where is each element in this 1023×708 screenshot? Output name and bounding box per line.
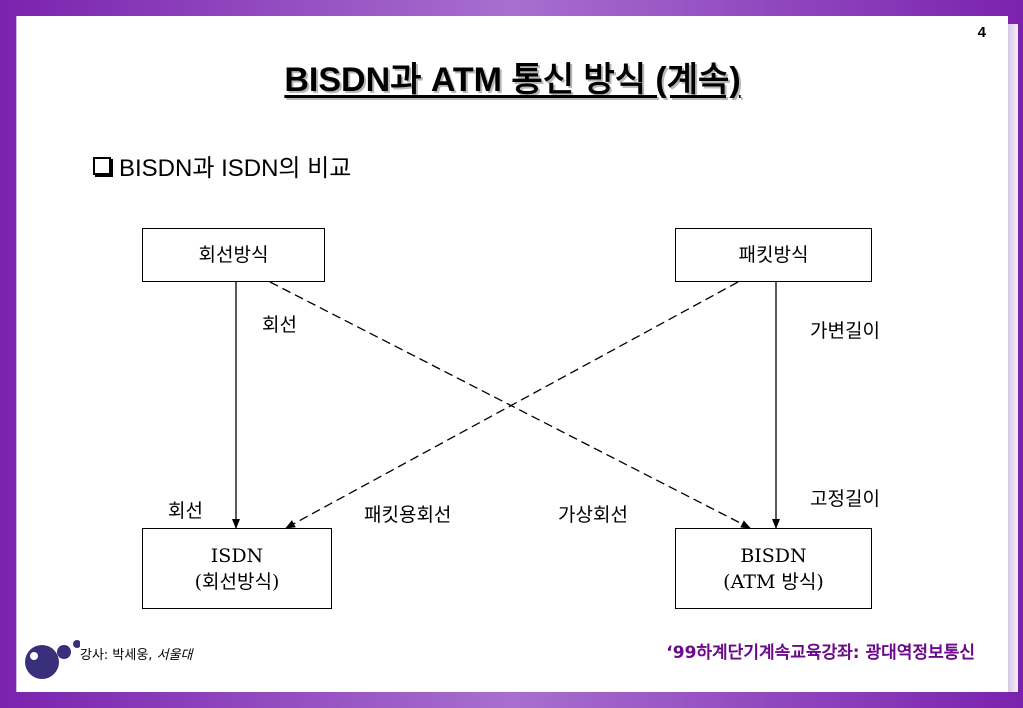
bullet-item: BISDN과 ISDN의 비교 [93,148,351,183]
label-variable-length: 가변길이 [810,320,880,342]
label-virtual-circuit: 가상회선 [558,504,628,526]
bullet-text: BISDN과 ISDN의 비교 [119,155,352,182]
label-packet-circuit: 패킷용회선 [364,504,452,526]
node-packet-mode-label: 패킷방식 [738,244,809,266]
page-number: 4 [977,24,986,41]
node-bisdn-line2: (ATM 방식) [723,570,824,593]
edge-packet-to-isdn [285,281,739,529]
label-circuit-top: 회선 [262,314,297,336]
node-circuit-mode-label: 회선방식 [198,244,269,266]
node-bisdn-line1: BISDN [740,544,807,567]
label-fixed-length: 고정길이 [810,488,880,510]
node-isdn-line2: (회선방식) [194,570,280,593]
footer-lecturer: 강사: 박세웅, 서울대 [80,644,192,663]
node-isdn: ISDN (회선방식) [142,528,332,609]
label-circuit-bottom: 회선 [168,500,203,522]
edge-circuit-to-bisdn [269,281,751,529]
node-packet-mode: 패킷방식 [675,228,872,282]
slide-title: BISDN과 ATM 통신 방식 (계속) [284,61,741,99]
node-isdn-line1: ISDN [210,544,264,567]
logo-icon [25,640,80,679]
node-bisdn: BISDN (ATM 방식) [675,528,872,609]
checkbox-bullet-icon [93,157,111,175]
footer-course: ‘99하계단기계속교육강좌: 광대역정보통신 [666,643,975,663]
node-circuit-mode: 회선방식 [142,228,325,282]
footer-organization: 서울대 [156,648,193,663]
footer-lecturer-name: 강사: 박세웅, [80,648,157,663]
